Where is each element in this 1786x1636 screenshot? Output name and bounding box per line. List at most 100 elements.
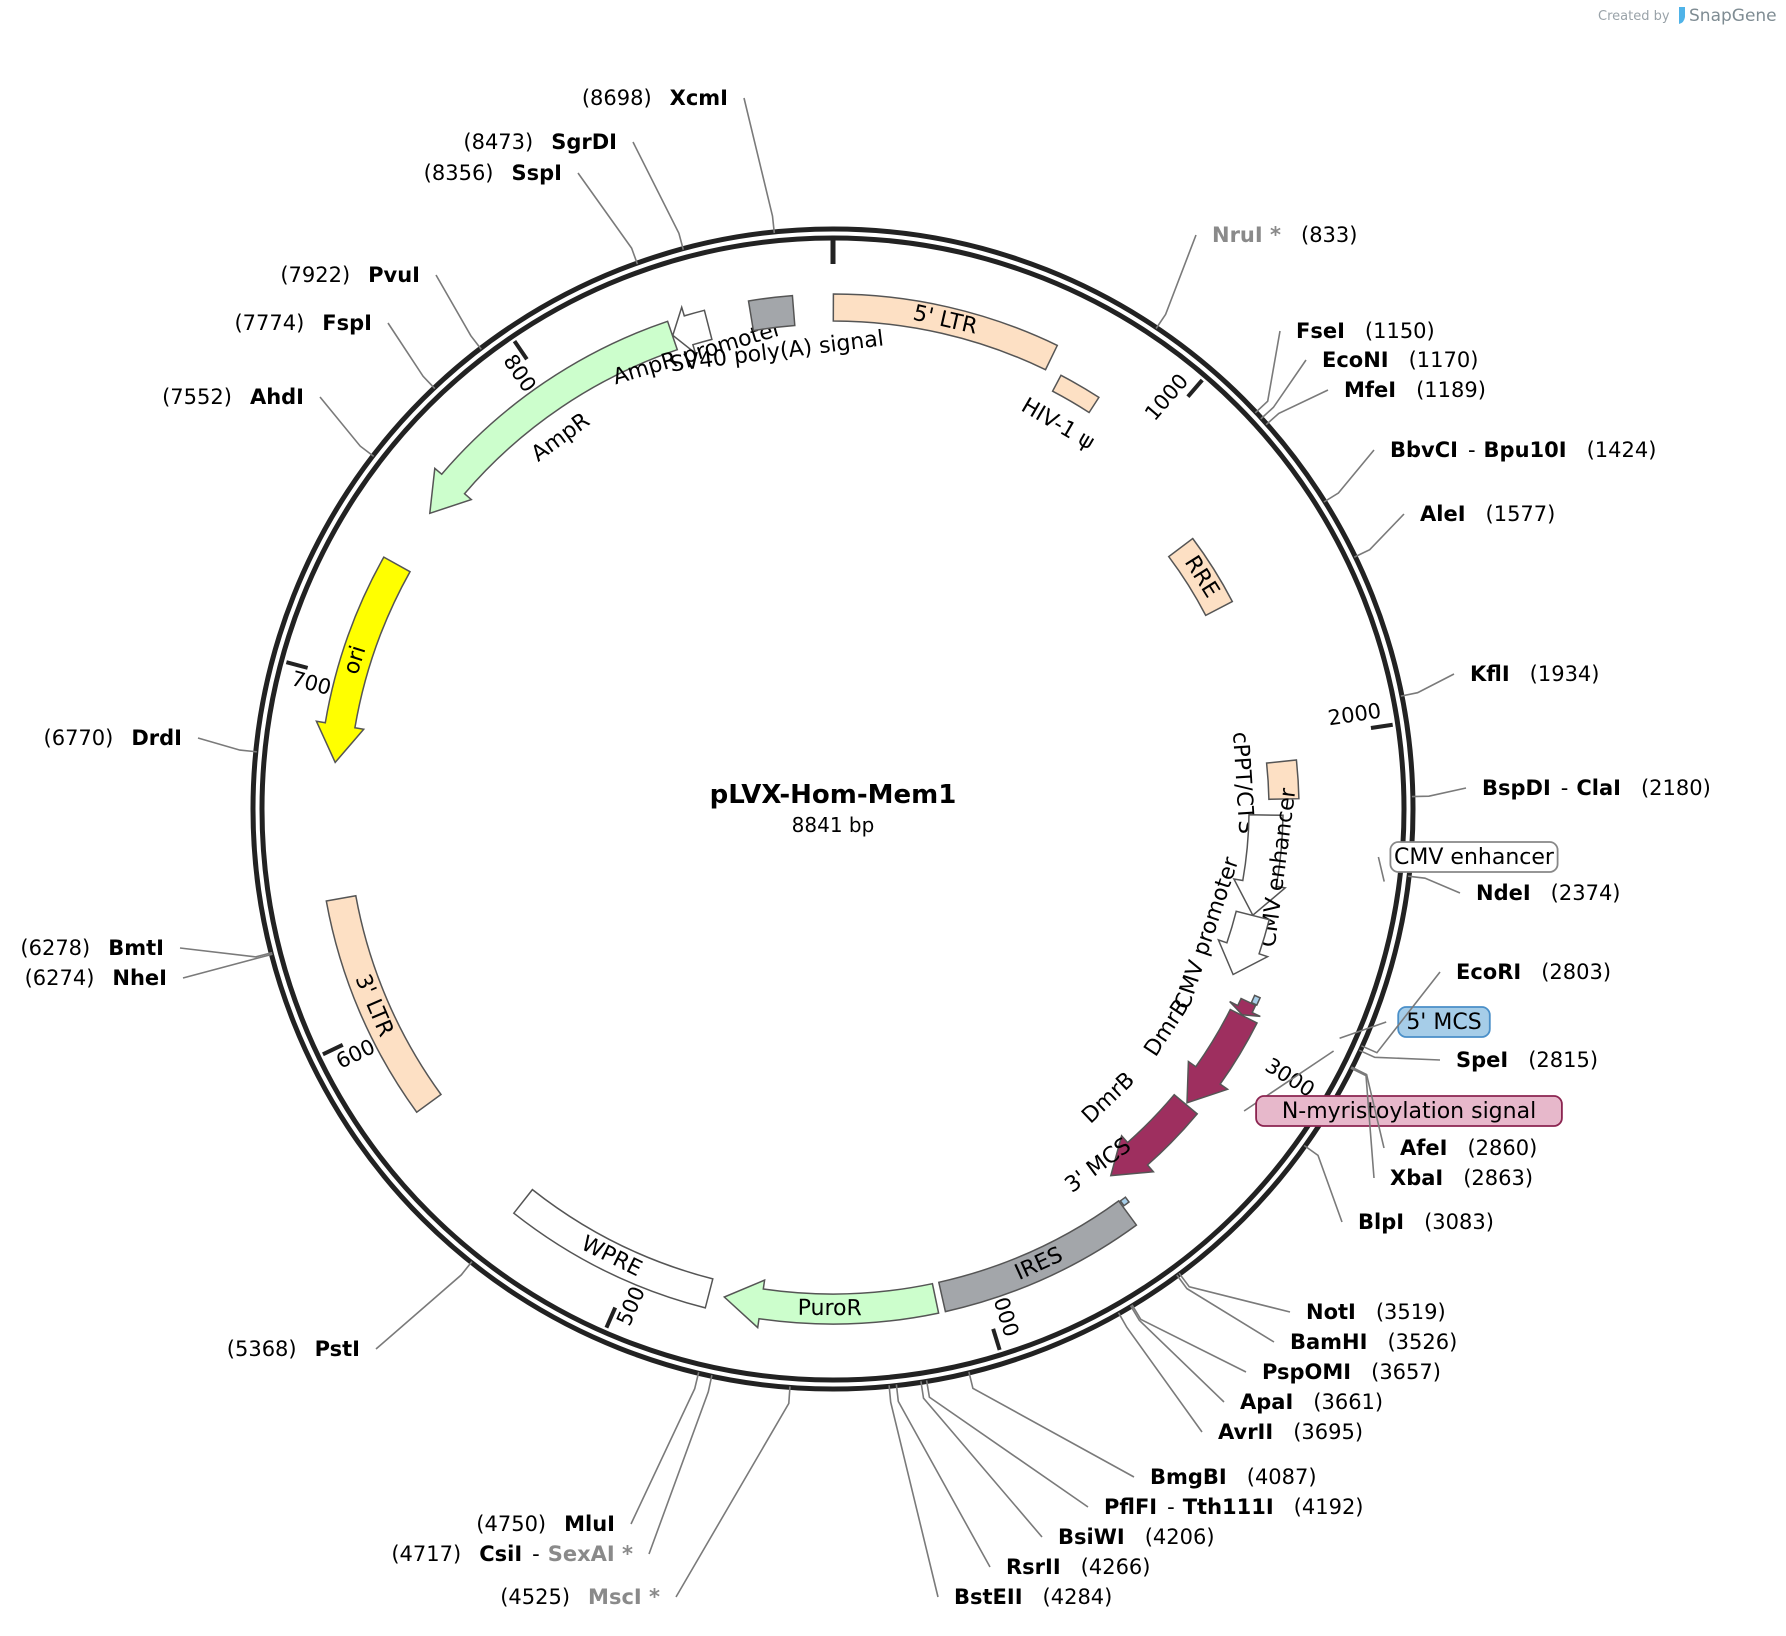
site-label: (7552)AhdI bbox=[162, 385, 304, 409]
site-connector bbox=[1155, 234, 1197, 329]
feature-sv40[interactable] bbox=[747, 294, 796, 332]
feature-ampr[interactable] bbox=[428, 320, 679, 515]
site-label-part: (4717) bbox=[391, 1542, 461, 1566]
site-label-part: DrdI bbox=[131, 726, 182, 750]
site-bspdi[interactable]: BspDI-ClaI(2180) bbox=[1411, 776, 1711, 800]
created-by-text: Created by bbox=[1598, 9, 1670, 24]
site-fspi[interactable]: (7774)FspI bbox=[234, 311, 436, 390]
feature-dmrb1[interactable] bbox=[1186, 1008, 1259, 1104]
feature-ires[interactable] bbox=[937, 1199, 1138, 1313]
site-dash: - bbox=[1561, 776, 1569, 800]
site-connector bbox=[1129, 1305, 1225, 1403]
site-label: RsrII(4266) bbox=[1006, 1555, 1151, 1579]
site-xcmi[interactable]: (8698)XcmI bbox=[582, 86, 776, 234]
feature-cppt[interactable] bbox=[1265, 759, 1300, 801]
site-label-part: PstI bbox=[315, 1337, 360, 1361]
site-label-part: (4284) bbox=[1043, 1585, 1113, 1609]
site-alei[interactable]: AleI(1577) bbox=[1353, 502, 1555, 558]
feature-cmvprom[interactable] bbox=[1217, 910, 1271, 976]
tick-mark bbox=[285, 660, 309, 670]
feature-hiv1psi[interactable] bbox=[1051, 374, 1100, 414]
site-label: (8698)XcmI bbox=[582, 86, 728, 110]
site-sspi[interactable]: (8356)SspI bbox=[424, 161, 639, 265]
site-label: BamHI(3526) bbox=[1290, 1330, 1457, 1354]
site-bbvci[interactable]: BbvCI-Bpu10I(1424) bbox=[1323, 438, 1657, 503]
site-label-part: Tth111I bbox=[1183, 1495, 1274, 1519]
site-label: (4717)CsiI-SexAI * bbox=[391, 1542, 633, 1566]
site-label-part: (6278) bbox=[20, 936, 90, 960]
site-afei[interactable]: AfeI(2860) bbox=[1351, 1066, 1537, 1160]
site-label-part: (8473) bbox=[463, 130, 533, 154]
site-avrii[interactable]: AvrII(3695) bbox=[1117, 1312, 1364, 1444]
callout-label-cmvenh: CMV enhancer bbox=[1394, 845, 1555, 870]
site-label-part: AfeI bbox=[1400, 1136, 1447, 1160]
feature-rre[interactable] bbox=[1167, 537, 1234, 617]
site-ahdi[interactable]: (7552)AhdI bbox=[162, 385, 375, 458]
site-label-part: BmtI bbox=[108, 936, 164, 960]
site-bsiwi[interactable]: BsiWI(4206) bbox=[920, 1381, 1215, 1549]
callout-box-cmvenh[interactable] bbox=[1389, 841, 1559, 873]
feature-5ltr[interactable] bbox=[832, 293, 1059, 371]
site-label-part: Bpu10I bbox=[1484, 438, 1567, 462]
site-pspomi[interactable]: PspOMI(3657) bbox=[1131, 1304, 1441, 1384]
site-ecori[interactable]: EcoRI(2803) bbox=[1361, 960, 1611, 1054]
site-label-part: (7774) bbox=[234, 311, 304, 335]
site-apai[interactable]: ApaI(3661) bbox=[1129, 1305, 1384, 1414]
site-connector bbox=[648, 1375, 713, 1555]
site-csii[interactable]: (4717)CsiI-SexAI * bbox=[391, 1375, 713, 1566]
site-pflfi[interactable]: PflFI-Tth111I(4192) bbox=[925, 1380, 1364, 1519]
site-dash: - bbox=[1167, 1495, 1175, 1519]
site-econi[interactable]: EcoNI(1170) bbox=[1260, 348, 1479, 420]
site-bsteii[interactable]: BstEII(4284) bbox=[888, 1385, 1113, 1609]
site-connector bbox=[1351, 1066, 1385, 1149]
site-sgrdi[interactable]: (8473) SgrDI bbox=[463, 130, 685, 250]
feature-3mcs[interactable] bbox=[1119, 1196, 1131, 1207]
site-xbai[interactable]: XbaI(2863) bbox=[1350, 1067, 1533, 1190]
site-fsei[interactable]: FseI(1150) bbox=[1254, 319, 1435, 414]
site-mfei[interactable]: MfeI(1189) bbox=[1265, 378, 1486, 426]
feature-wpre[interactable] bbox=[512, 1188, 714, 1309]
site-label-part: (2815) bbox=[1528, 1048, 1598, 1072]
site-label-part: SgrDI bbox=[551, 130, 617, 154]
site-connector bbox=[1176, 1274, 1275, 1343]
site-connector bbox=[387, 322, 436, 390]
site-label-part: (3657) bbox=[1371, 1360, 1441, 1384]
site-label-part: KflI bbox=[1470, 662, 1510, 686]
site-drdi[interactable]: (6770)DrdI bbox=[44, 726, 257, 753]
site-connector bbox=[630, 1372, 700, 1525]
site-bmti[interactable]: (6278) BmtI bbox=[20, 936, 273, 960]
site-psti[interactable]: (5368)PstI bbox=[227, 1261, 473, 1361]
site-label-part: BmgBI bbox=[1150, 1465, 1227, 1489]
site-pvui[interactable]: (7922)PvuI bbox=[280, 263, 482, 350]
plasmid-backbone bbox=[250, 226, 1416, 1392]
site-bmgbi[interactable]: BmgBI(4087) bbox=[968, 1371, 1317, 1489]
callout-box-5mcs[interactable] bbox=[1397, 1006, 1491, 1038]
site-mlui[interactable]: (4750)MluI bbox=[476, 1372, 700, 1536]
feature-ori[interactable] bbox=[315, 556, 412, 764]
site-nhei[interactable]: (6274)NheI bbox=[25, 953, 273, 990]
site-label: (8473) SgrDI bbox=[463, 130, 617, 154]
site-noti[interactable]: NotI(3519) bbox=[1178, 1272, 1446, 1324]
site-rsrii[interactable]: RsrII(4266) bbox=[895, 1384, 1151, 1580]
site-connector bbox=[1260, 359, 1307, 420]
site-label-part: NdeI bbox=[1476, 881, 1531, 905]
site-label-part: NheI bbox=[112, 966, 167, 990]
site-ndei[interactable]: NdeI(2374) bbox=[1408, 875, 1621, 905]
site-blpi[interactable]: BlpI(3083) bbox=[1303, 1144, 1494, 1235]
callout-box-nmyr[interactable] bbox=[1255, 1095, 1563, 1127]
feature-3ltr[interactable] bbox=[325, 894, 443, 1114]
site-connector bbox=[1353, 513, 1405, 558]
site-msci[interactable]: (4525)MscI * bbox=[500, 1386, 791, 1609]
tick-mark bbox=[1370, 722, 1393, 730]
site-connector bbox=[920, 1381, 1043, 1538]
site-label-part: (2803) bbox=[1541, 960, 1611, 984]
feature-puror[interactable] bbox=[722, 1278, 940, 1330]
site-bamhi[interactable]: BamHI(3526) bbox=[1176, 1274, 1457, 1354]
feature-dmrb2[interactable] bbox=[1109, 1093, 1199, 1177]
feature-nmyr[interactable] bbox=[1229, 997, 1261, 1018]
tick-mark bbox=[991, 1328, 1002, 1351]
feature-amprprom[interactable] bbox=[671, 304, 713, 356]
site-nrui[interactable]: NruI *(833) bbox=[1155, 223, 1357, 329]
site-spei[interactable]: SpeI(2815) bbox=[1358, 1048, 1598, 1072]
site-kfli[interactable]: KflI(1934) bbox=[1400, 662, 1600, 697]
